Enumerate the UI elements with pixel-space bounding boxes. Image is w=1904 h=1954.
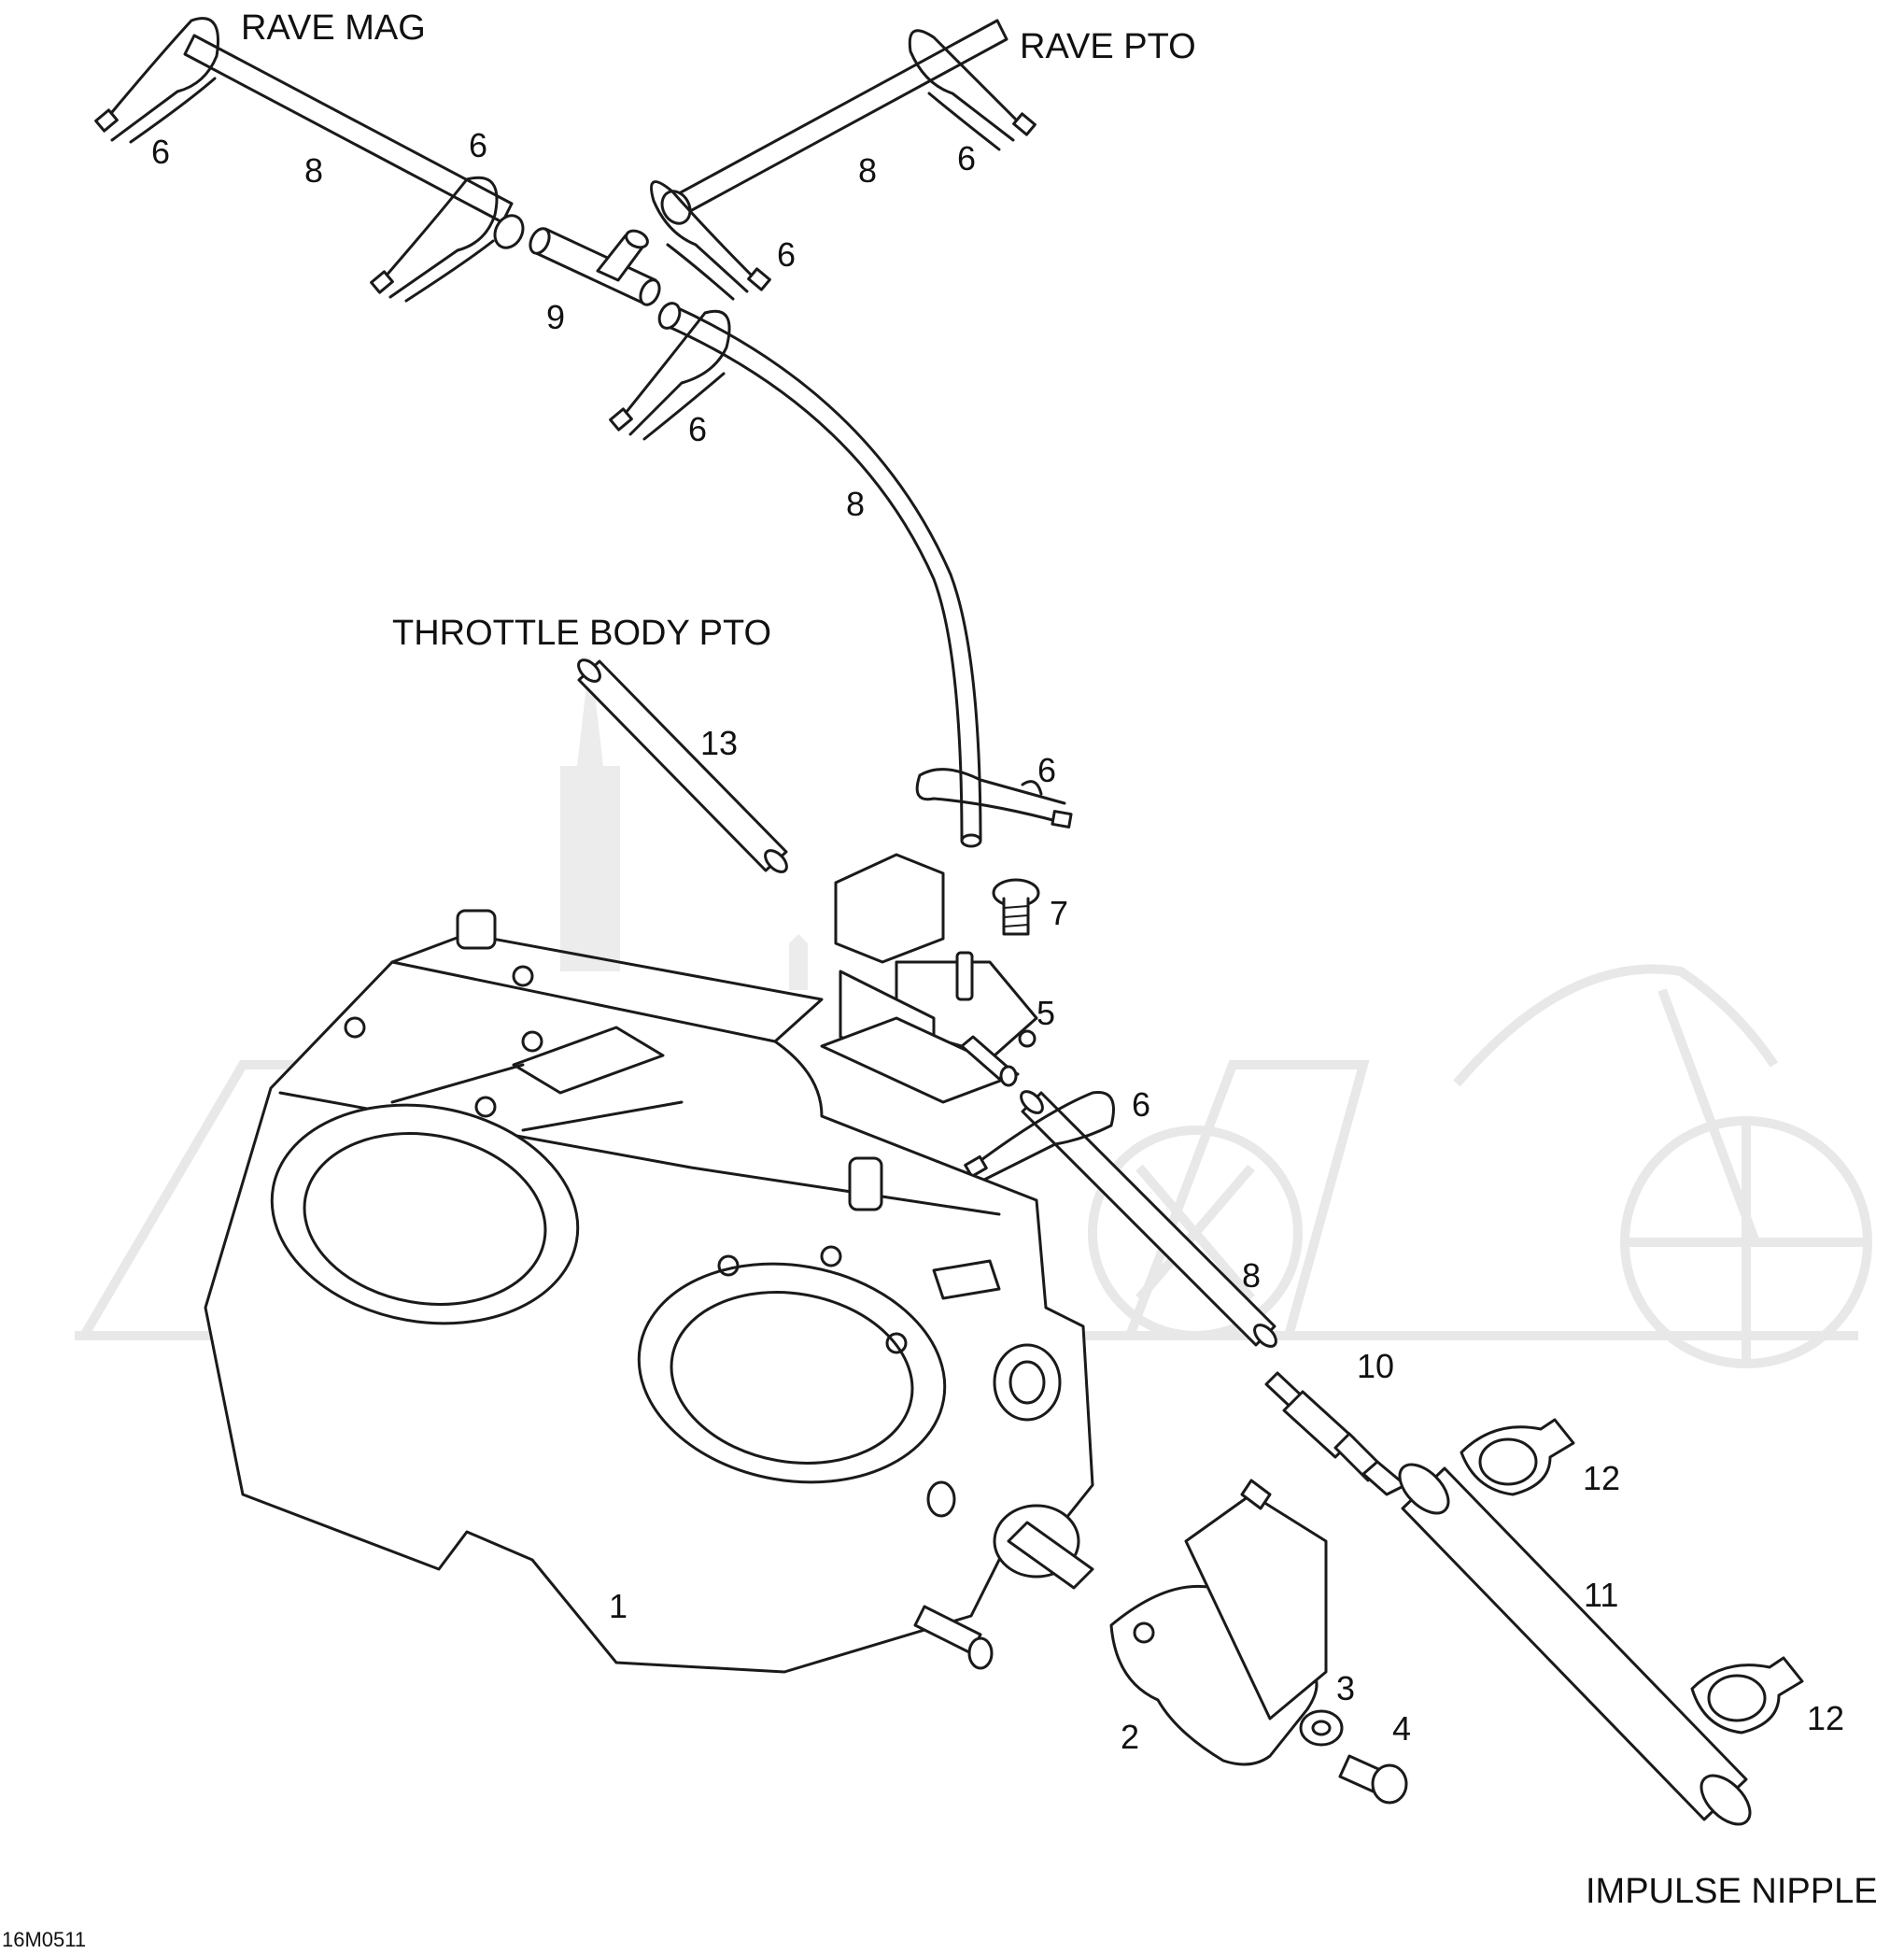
throttle-position-sensor-2 [1109, 1479, 1328, 1766]
part-number: 6 [1132, 1085, 1150, 1124]
label-rave-pto: RAVE PTO [1020, 27, 1196, 66]
part-number: 12 [1583, 1459, 1620, 1497]
part-number: 8 [858, 151, 877, 190]
part-number: 12 [1807, 1699, 1844, 1737]
hose-11-impulse [1398, 1463, 1752, 1826]
part-number: 8 [1242, 1256, 1261, 1295]
part-number: 9 [546, 298, 565, 336]
part-number: 1 [609, 1587, 628, 1625]
part-number: 4 [1392, 1709, 1411, 1748]
part-number: 6 [777, 235, 796, 274]
clamp-6-rave-mag-bottom [370, 176, 499, 303]
part-number: 7 [1050, 894, 1068, 932]
t-connector-9 [529, 227, 661, 306]
clamp-6-rave-mag-top [94, 17, 219, 144]
sensor-10 [1264, 1371, 1407, 1496]
part-number: 8 [304, 151, 323, 190]
clamp-12-lower [1690, 1656, 1804, 1735]
clamp-6-rave-pto-top [908, 29, 1037, 151]
part-number: 6 [957, 139, 976, 177]
screw-7 [992, 878, 1040, 936]
hose-13-throttle-body-pto [577, 658, 788, 873]
clamp-6-lower-hose [964, 1090, 1115, 1183]
part-number: 5 [1037, 994, 1055, 1032]
clamp-6-lower-curve [915, 768, 1073, 828]
clamp-6-rave-pto-bottom [650, 180, 771, 301]
rave-mag-hose [183, 34, 525, 249]
part-number: 6 [469, 126, 487, 164]
hose-8-lower [1020, 1090, 1277, 1348]
hose-8-to-solenoid [657, 302, 982, 848]
label-impulse-nipple: IMPULSE NIPPLE [1586, 1872, 1878, 1911]
clamp-6-upper-curve [609, 309, 731, 441]
rave-pto-hose [660, 19, 1008, 225]
part-number: 11 [1584, 1576, 1618, 1614]
solenoid-valve-5 [820, 853, 1038, 1104]
part-number: 8 [846, 485, 865, 523]
screw-4 [1338, 1754, 1408, 1805]
part-number: 6 [151, 133, 170, 171]
clamp-12-upper [1460, 1418, 1575, 1496]
part-number: 13 [700, 724, 738, 762]
part-number: 6 [1037, 751, 1056, 789]
label-rave-mag: RAVE MAG [241, 8, 426, 48]
throttle-body-1 [204, 909, 1094, 1674]
washer-3 [1299, 1709, 1344, 1747]
part-number: 6 [688, 410, 707, 448]
label-throttle-body-pto: THROTTLE BODY PTO [392, 614, 771, 653]
part-number: 10 [1357, 1347, 1394, 1385]
part-number: 3 [1336, 1669, 1355, 1707]
part-number: 2 [1121, 1718, 1139, 1756]
figure-code: 16M0511 [2, 1928, 86, 1951]
